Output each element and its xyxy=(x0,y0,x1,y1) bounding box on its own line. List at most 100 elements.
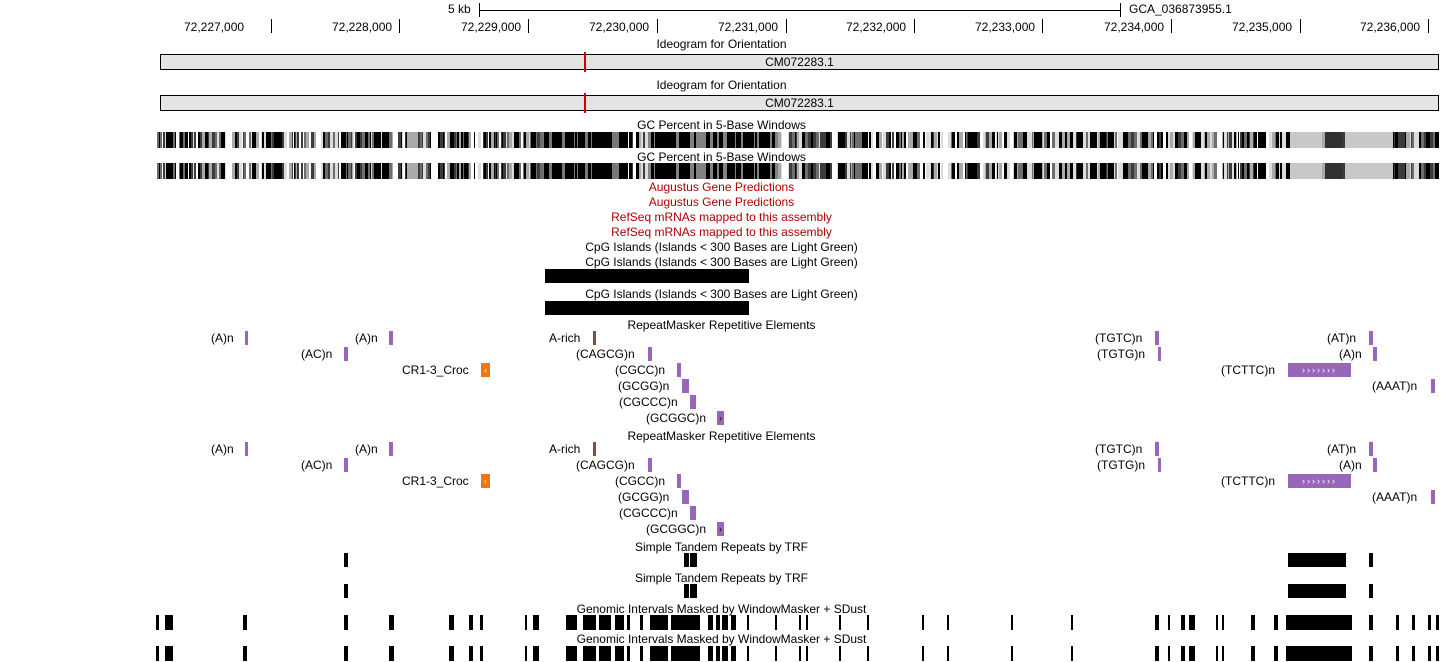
tandem-repeat-feature[interactable] xyxy=(684,553,689,567)
masked-interval[interactable] xyxy=(775,646,777,661)
repeat-feature[interactable] xyxy=(677,363,681,377)
masked-interval[interactable] xyxy=(922,615,924,630)
repeat-feature[interactable] xyxy=(344,347,348,361)
repeat-feature[interactable] xyxy=(1373,458,1377,472)
masked-interval[interactable] xyxy=(1412,646,1415,661)
masked-interval[interactable] xyxy=(344,615,348,630)
masked-interval[interactable] xyxy=(640,615,643,630)
repeat-feature[interactable] xyxy=(344,458,348,472)
masked-interval[interactable] xyxy=(525,615,527,630)
masked-interval[interactable] xyxy=(722,646,728,661)
masked-interval[interactable] xyxy=(671,615,700,630)
repeat-feature-strand-arrows[interactable]: ››››››› xyxy=(1288,474,1351,488)
refseq-track-title[interactable]: RefSeq mRNAs mapped to this assembly xyxy=(611,210,832,224)
masked-interval[interactable] xyxy=(806,646,808,661)
repeat-feature[interactable] xyxy=(1431,379,1435,393)
windowmasker-features[interactable] xyxy=(0,646,1443,661)
masked-interval[interactable] xyxy=(716,615,720,630)
tandem-repeat-feature[interactable] xyxy=(1288,584,1346,598)
masked-interval[interactable] xyxy=(1071,615,1073,630)
gc-percent-barcode[interactable] xyxy=(157,132,1441,148)
masked-interval[interactable] xyxy=(615,646,624,661)
masked-interval[interactable] xyxy=(1396,646,1399,661)
masked-interval[interactable] xyxy=(799,646,801,661)
repeat-feature[interactable] xyxy=(593,442,596,456)
masked-interval[interactable] xyxy=(1251,615,1255,630)
tandem-repeat-feature[interactable] xyxy=(1369,553,1373,567)
masked-interval[interactable] xyxy=(1011,646,1013,661)
masked-interval[interactable] xyxy=(1189,646,1195,661)
repeat-feature[interactable] xyxy=(682,490,689,504)
masked-interval[interactable] xyxy=(389,615,394,630)
repeat-feature[interactable] xyxy=(690,395,696,409)
repeat-feature[interactable] xyxy=(682,379,689,393)
masked-interval[interactable] xyxy=(1181,615,1185,630)
repeat-feature[interactable] xyxy=(1155,442,1159,456)
masked-interval[interactable] xyxy=(1286,615,1352,630)
masked-interval[interactable] xyxy=(1155,646,1159,661)
repeat-feature[interactable] xyxy=(690,506,696,520)
masked-interval[interactable] xyxy=(839,615,841,630)
masked-interval[interactable] xyxy=(627,615,630,630)
masked-interval[interactable] xyxy=(525,646,527,661)
windowmasker-features[interactable] xyxy=(0,615,1443,630)
masked-interval[interactable] xyxy=(1286,646,1352,661)
masked-interval[interactable] xyxy=(731,646,736,661)
repeat-feature-line-element[interactable]: ‹ xyxy=(481,474,490,488)
masked-interval[interactable] xyxy=(566,646,577,661)
masked-interval[interactable] xyxy=(615,615,624,630)
refseq-track-title[interactable]: RefSeq mRNAs mapped to this assembly xyxy=(611,225,832,239)
masked-interval[interactable] xyxy=(640,646,643,661)
masked-interval[interactable] xyxy=(243,615,247,630)
cpg-island-feature[interactable] xyxy=(545,269,749,283)
masked-interval[interactable] xyxy=(1274,615,1278,630)
masked-interval[interactable] xyxy=(533,615,539,630)
masked-interval[interactable] xyxy=(1155,615,1159,630)
repeat-feature-strand-arrows[interactable]: ››››››› xyxy=(1288,363,1351,377)
ideogram-chromosome[interactable]: CM072283.1 xyxy=(160,95,1439,111)
tandem-repeat-feature[interactable] xyxy=(690,584,697,598)
repeat-feature[interactable] xyxy=(389,442,393,456)
repeat-feature[interactable] xyxy=(389,331,393,345)
masked-interval[interactable] xyxy=(1071,646,1073,661)
masked-interval[interactable] xyxy=(389,646,394,661)
masked-interval[interactable] xyxy=(533,646,539,661)
augustus-track-title[interactable]: Augustus Gene Predictions xyxy=(648,195,795,209)
masked-interval[interactable] xyxy=(806,615,808,630)
masked-interval[interactable] xyxy=(165,615,173,630)
masked-interval[interactable] xyxy=(583,646,596,661)
masked-interval[interactable] xyxy=(716,646,720,661)
masked-interval[interactable] xyxy=(671,646,700,661)
cpg-track-title[interactable]: CpG Islands (Islands < 300 Bases are Lig… xyxy=(585,255,858,269)
masked-interval[interactable] xyxy=(1369,615,1373,630)
masked-interval[interactable] xyxy=(1369,646,1373,661)
cpg-track-title[interactable]: CpG Islands (Islands < 300 Bases are Lig… xyxy=(585,240,858,254)
masked-interval[interactable] xyxy=(566,615,577,630)
repeat-feature[interactable] xyxy=(1158,347,1161,361)
masked-interval[interactable] xyxy=(1189,615,1195,630)
masked-interval[interactable] xyxy=(650,646,668,661)
masked-interval[interactable] xyxy=(156,646,159,661)
repeat-feature[interactable] xyxy=(648,347,652,361)
masked-interval[interactable] xyxy=(867,615,869,630)
repeat-feature[interactable] xyxy=(245,442,248,456)
augustus-track-title[interactable]: Augustus Gene Predictions xyxy=(648,180,795,194)
masked-interval[interactable] xyxy=(1181,646,1185,661)
tandem-repeat-feature[interactable] xyxy=(1288,553,1346,567)
masked-interval[interactable] xyxy=(1436,646,1439,661)
repeat-feature[interactable] xyxy=(593,331,596,345)
cpg-track-title[interactable]: CpG Islands (Islands < 300 Bases are Lig… xyxy=(585,287,858,301)
masked-interval[interactable] xyxy=(449,646,454,661)
repeat-feature-line-element[interactable]: ‹ xyxy=(481,363,490,377)
masked-interval[interactable] xyxy=(1222,615,1224,630)
masked-interval[interactable] xyxy=(947,646,949,661)
masked-interval[interactable] xyxy=(747,646,749,661)
ideogram-chromosome[interactable]: CM072283.1 xyxy=(160,54,1439,70)
repeat-feature[interactable] xyxy=(677,474,681,488)
masked-interval[interactable] xyxy=(708,615,713,630)
masked-interval[interactable] xyxy=(1168,615,1170,630)
repeat-feature[interactable] xyxy=(245,331,248,345)
masked-interval[interactable] xyxy=(775,615,777,630)
repeat-feature[interactable] xyxy=(1155,331,1159,345)
masked-interval[interactable] xyxy=(1251,646,1255,661)
